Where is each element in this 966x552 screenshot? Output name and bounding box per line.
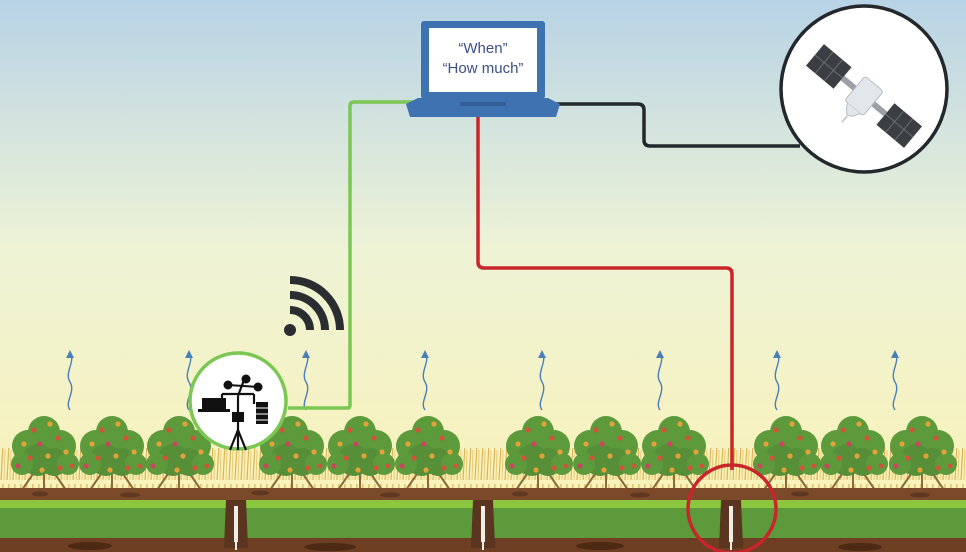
wifi-icon	[284, 276, 344, 336]
sensor-link-line	[476, 116, 734, 470]
satellite-icon	[779, 4, 949, 174]
satellite-link-line	[548, 102, 800, 148]
soil-probe	[471, 500, 495, 550]
laptop-screen-line-1: “When”	[458, 40, 507, 57]
wireless-link-line	[288, 100, 420, 410]
laptop-icon: “When” “How much”	[406, 21, 560, 117]
soil-probe	[224, 500, 248, 550]
topsoil-band	[0, 488, 966, 500]
laptop-screen-line-2: “How much”	[443, 60, 524, 77]
weather-station-icon	[188, 351, 288, 451]
soil-sensor-highlight	[686, 463, 778, 552]
soil-probe	[719, 500, 743, 550]
